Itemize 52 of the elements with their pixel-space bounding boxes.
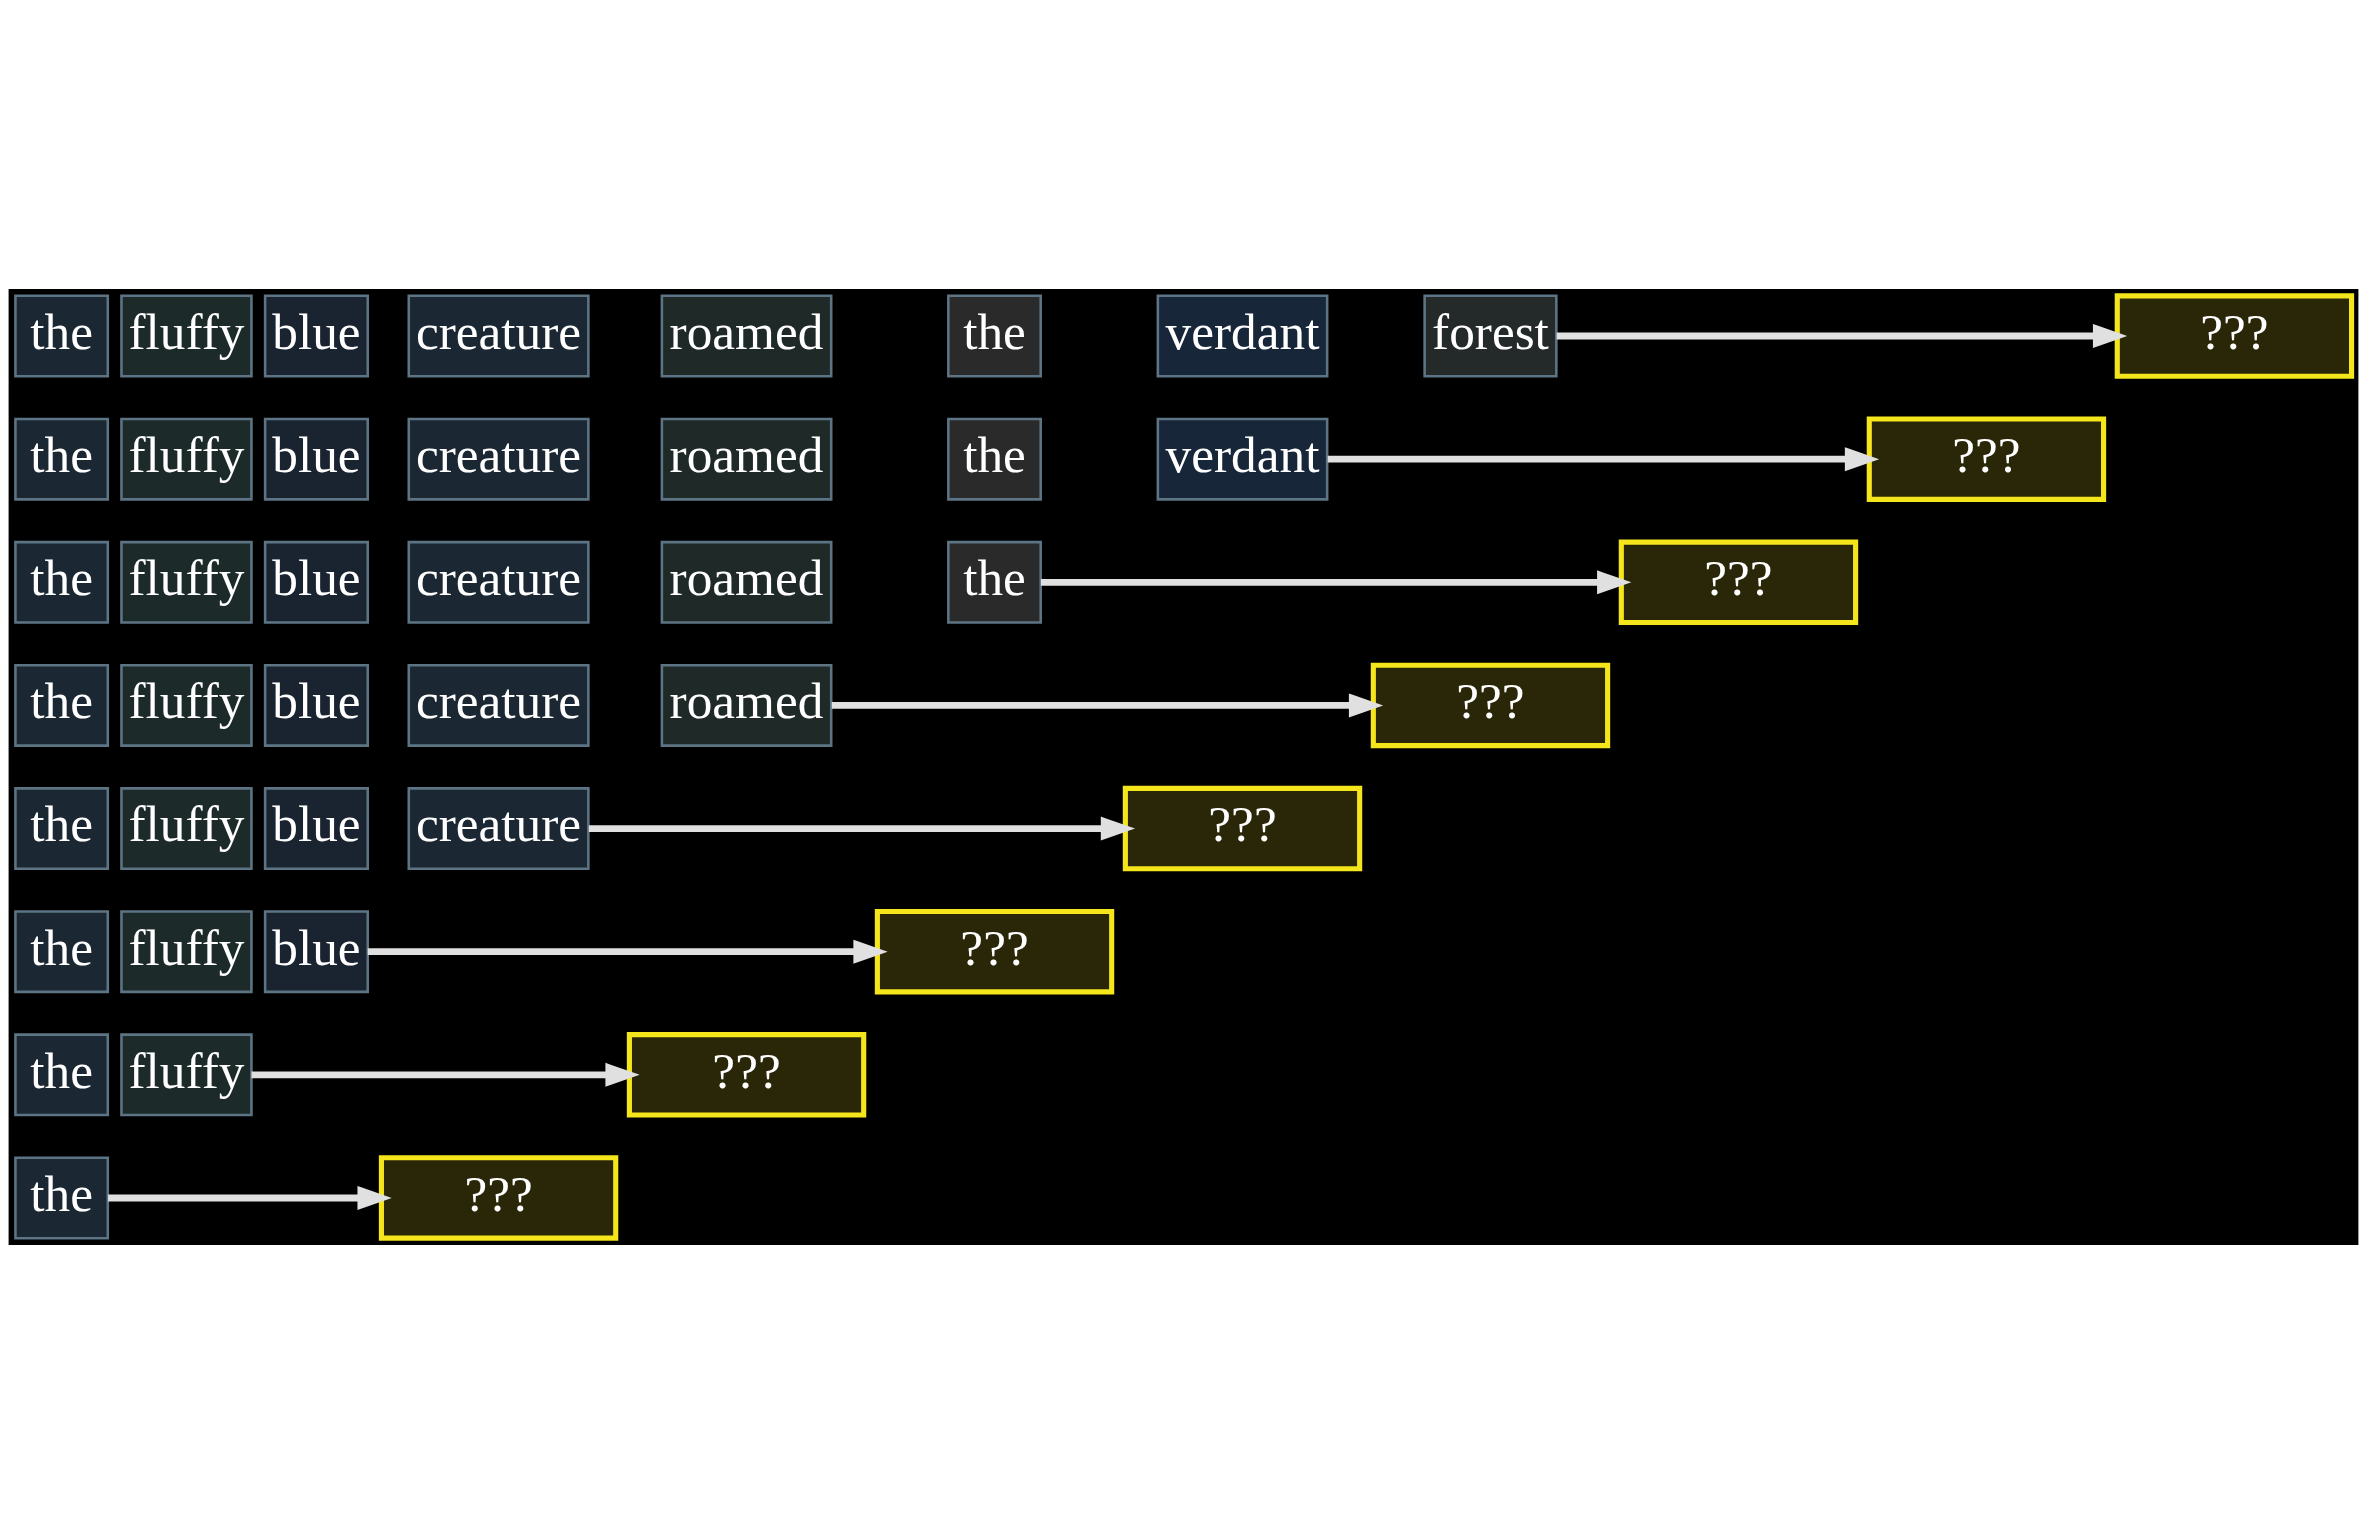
arrow xyxy=(1040,569,1632,594)
node-box: the xyxy=(947,540,1042,624)
node-box: blue xyxy=(263,540,370,624)
arrow xyxy=(588,816,1136,841)
node-box: ??? xyxy=(1370,662,1611,748)
node-box: the xyxy=(947,294,1042,377)
node-box: creature xyxy=(407,294,590,377)
arrow xyxy=(1327,446,1880,471)
node-box: roamed xyxy=(660,540,833,624)
node-box: roamed xyxy=(660,417,833,501)
node-box: fluffy xyxy=(120,663,253,747)
node-box: fluffy xyxy=(120,417,253,501)
node-box: roamed xyxy=(660,294,833,377)
node-box: the xyxy=(14,1156,110,1239)
node-box: forest xyxy=(1423,294,1558,377)
node-box: creature xyxy=(407,663,590,747)
node-box: fluffy xyxy=(120,294,253,377)
node-box: the xyxy=(14,417,110,501)
node-box: fluffy xyxy=(120,909,253,993)
node-box: blue xyxy=(263,294,370,377)
node-box: ??? xyxy=(874,908,1115,994)
node-box: creature xyxy=(407,417,590,501)
node-box: blue xyxy=(263,417,370,501)
node-box: fluffy xyxy=(120,786,253,870)
node-box: blue xyxy=(263,909,370,993)
node-box: the xyxy=(947,417,1042,501)
node-box: blue xyxy=(263,786,370,870)
node-box: ??? xyxy=(1122,785,1363,871)
node-box: fluffy xyxy=(120,1032,253,1116)
node-box: roamed xyxy=(660,663,833,747)
arrow xyxy=(1556,323,2128,348)
node-box: blue xyxy=(263,663,370,747)
arrow xyxy=(831,692,1384,717)
node-box: the xyxy=(14,909,110,993)
node-box: the xyxy=(14,663,110,747)
node-box: verdant xyxy=(1156,417,1329,501)
node-box: verdant xyxy=(1156,294,1329,377)
node-box: ??? xyxy=(378,1154,619,1241)
node-box: the xyxy=(14,786,110,870)
node-box: ??? xyxy=(2114,292,2355,379)
node-box: the xyxy=(14,540,110,624)
arrow xyxy=(251,1062,640,1087)
node-box: ??? xyxy=(626,1031,867,1118)
node-box: the xyxy=(14,1032,110,1116)
node-box: ??? xyxy=(1866,415,2107,502)
node-box: the xyxy=(14,294,110,377)
arrow xyxy=(108,1185,392,1210)
node-box: ??? xyxy=(1618,539,1859,625)
node-box: creature xyxy=(407,540,590,624)
arrow xyxy=(367,939,888,964)
node-box: fluffy xyxy=(120,540,253,624)
node-box: creature xyxy=(407,786,590,870)
